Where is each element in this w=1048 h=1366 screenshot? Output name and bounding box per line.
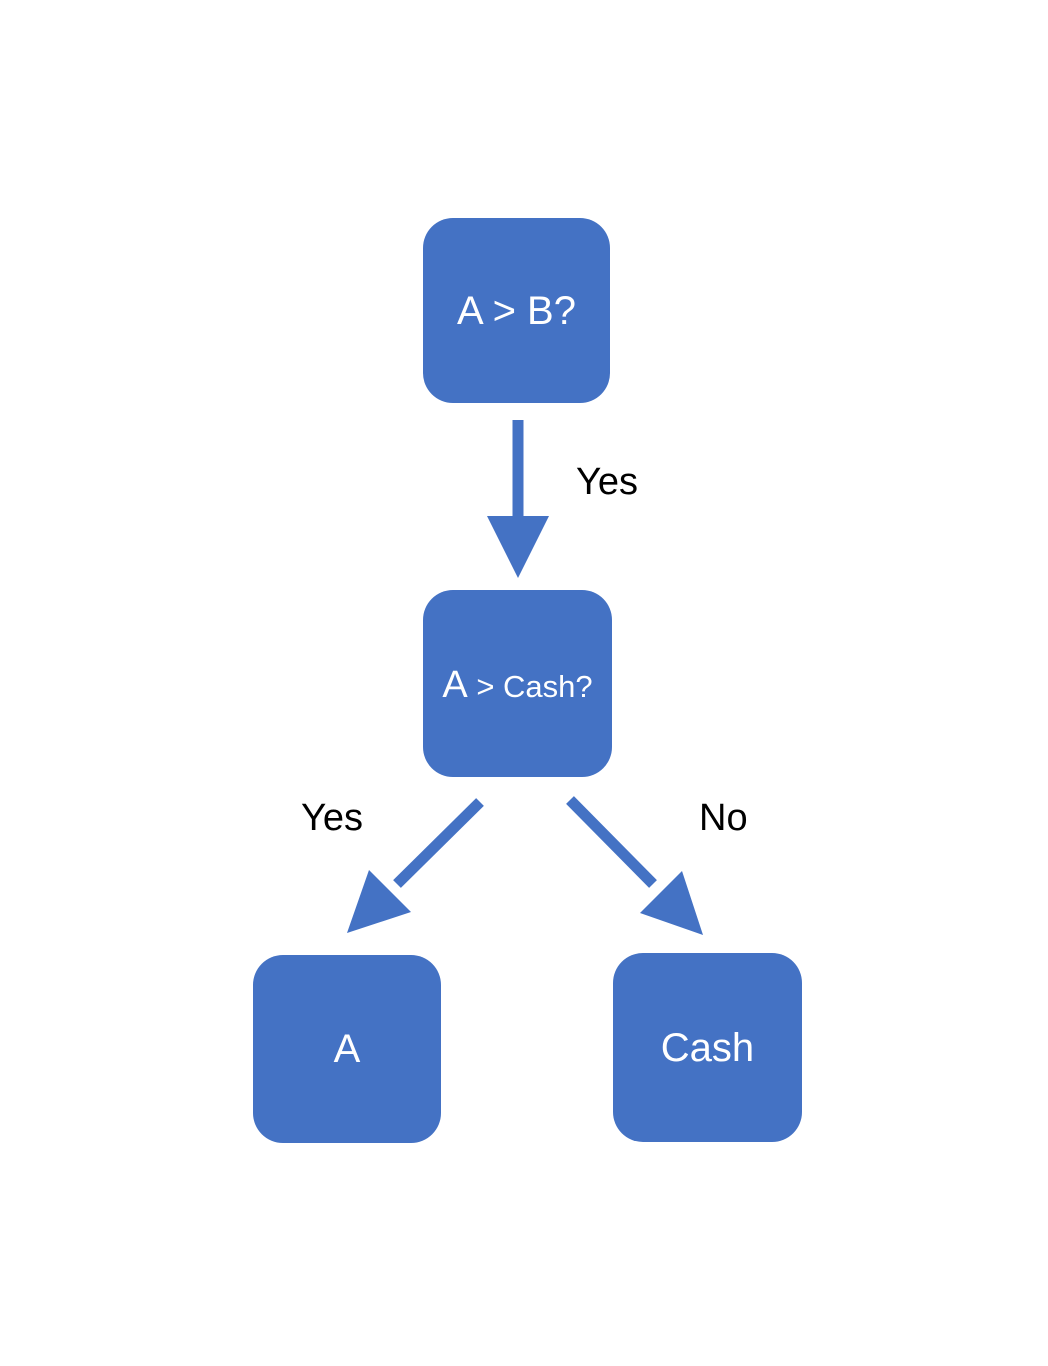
- node-label: A > Cash?: [442, 664, 592, 704]
- edge-label-no-right: No: [699, 797, 748, 839]
- arrow-yes-down: [487, 420, 549, 578]
- arrow-head-icon: [487, 516, 549, 578]
- node-decision-a-vs-cash: A > Cash?: [423, 590, 612, 777]
- node-label: Cash: [660, 1025, 755, 1070]
- arrow-no-right: [566, 796, 703, 935]
- arrow-stem: [566, 796, 657, 888]
- arrow-yes-left: [347, 798, 484, 933]
- arrow-head-icon: [347, 870, 411, 933]
- edge-label-yes-left: Yes: [301, 797, 363, 839]
- node-result-a: A: [253, 955, 441, 1143]
- node-label: A: [333, 1027, 361, 1071]
- node-label-prefix: A: [442, 663, 468, 706]
- arrow-head-icon: [640, 871, 703, 935]
- arrow-stem: [393, 798, 484, 888]
- node-label-rest: > Cash?: [467, 668, 593, 704]
- node-decision-a-vs-b: A > B?: [423, 218, 610, 403]
- node-label: A > B?: [457, 288, 576, 333]
- edge-label-yes-down: Yes: [576, 461, 638, 503]
- node-result-cash: Cash: [613, 953, 802, 1142]
